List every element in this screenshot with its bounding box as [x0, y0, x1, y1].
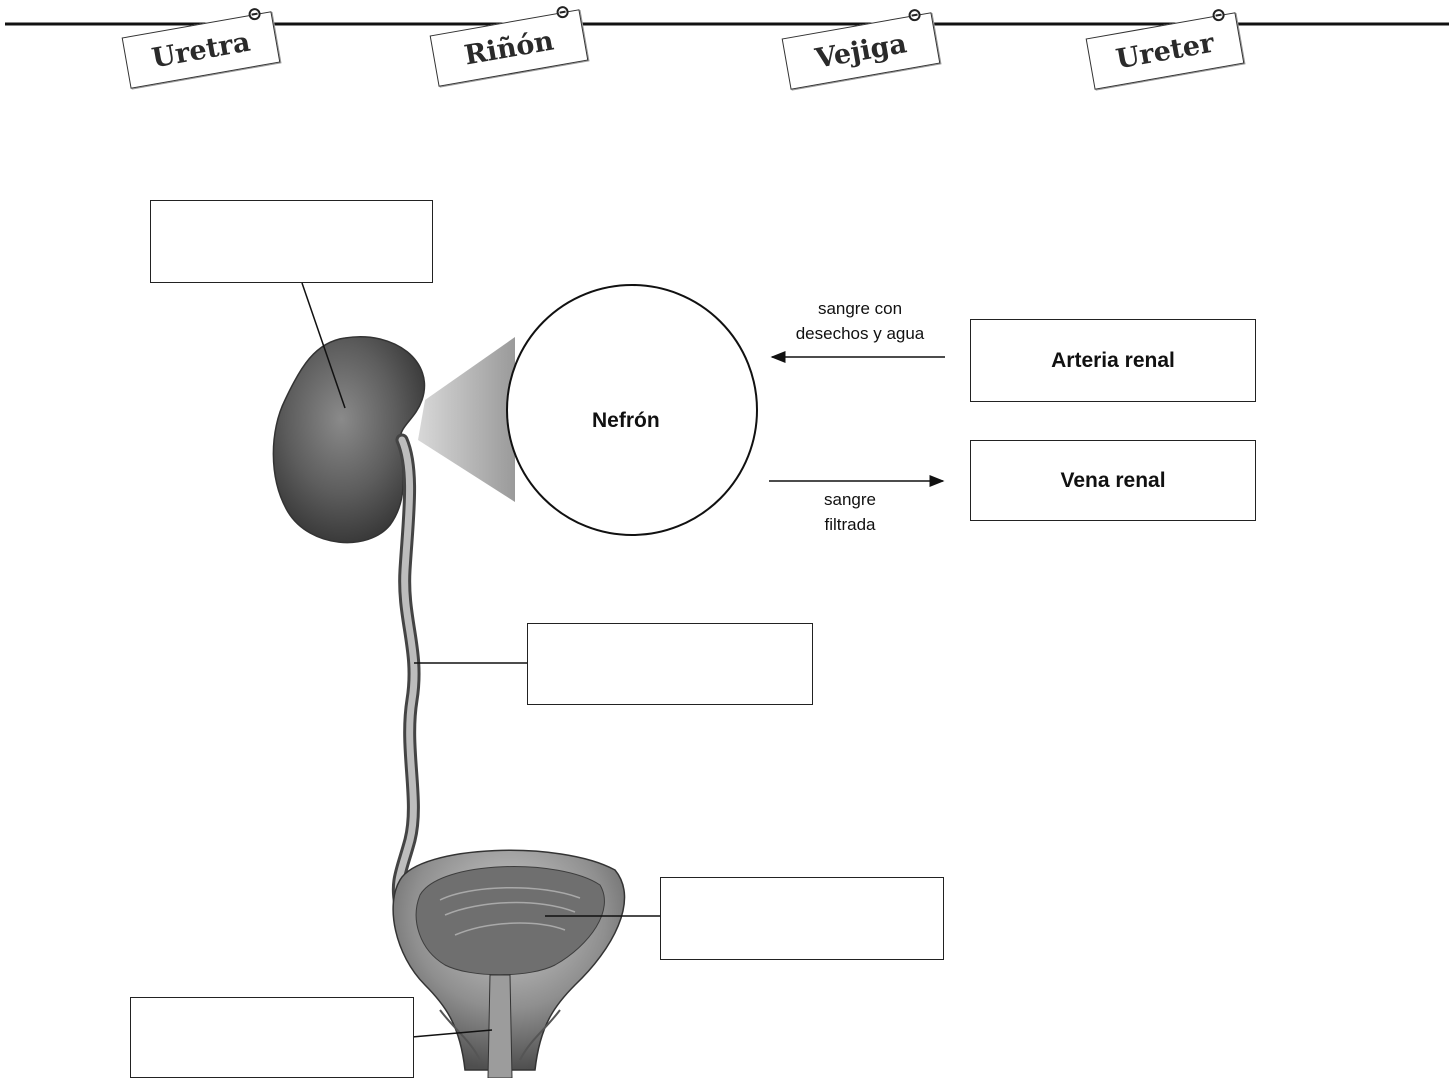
urethra-leader-line	[411, 1029, 493, 1038]
ureter-tube	[394, 436, 418, 909]
blood-out-label: sangre filtrada	[824, 490, 876, 534]
tag-label: Uretra	[149, 26, 253, 74]
kidney-leader-line	[301, 282, 346, 409]
artery-label: Arteria renal	[1051, 348, 1175, 372]
answer-box-ureter[interactable]	[527, 623, 813, 705]
zoom-cone	[418, 337, 515, 502]
kidney-illustration	[272, 336, 426, 544]
answer-box-kidney[interactable]	[150, 200, 433, 283]
nephron-label: Nefrón	[592, 409, 660, 432]
answer-box-urethra[interactable]	[130, 997, 414, 1078]
artery-box: Arteria renal	[970, 319, 1256, 402]
answer-box-bladder[interactable]	[660, 877, 944, 960]
tag-label: Riñón	[462, 24, 556, 72]
nephron-circle	[506, 284, 758, 536]
bladder-inner	[415, 866, 605, 976]
tag-label: Ureter	[1113, 27, 1217, 75]
tag-label: Vejiga	[812, 27, 910, 75]
urethra-illustration	[487, 974, 513, 1078]
blood-in-label: sangre con desechos y agua	[795, 299, 925, 343]
vein-box: Vena renal	[970, 440, 1256, 521]
vein-label: Vena renal	[1060, 468, 1166, 492]
